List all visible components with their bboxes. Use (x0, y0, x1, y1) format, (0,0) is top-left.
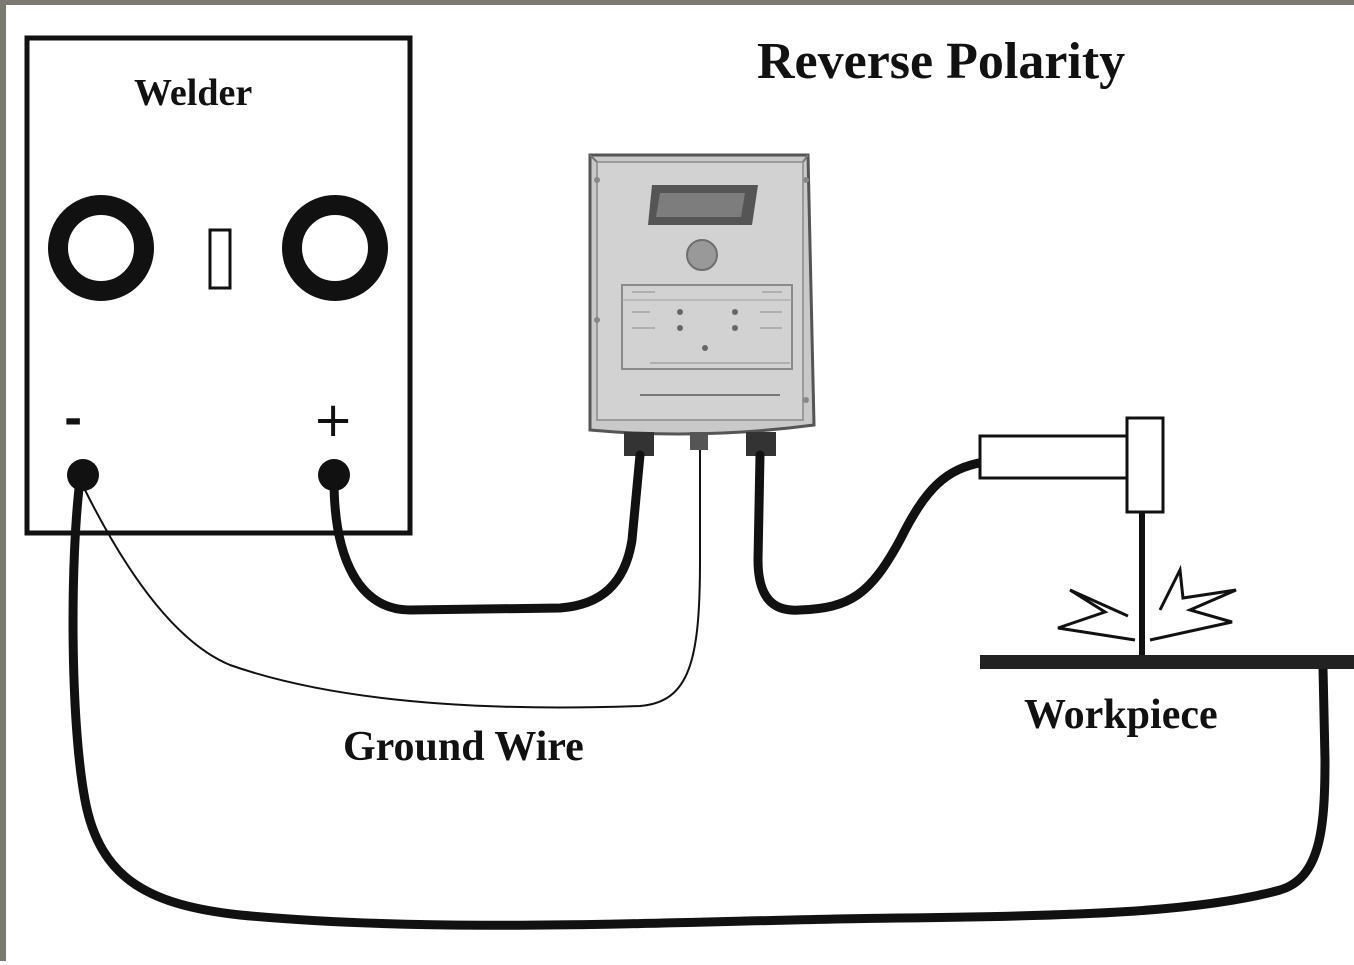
controller-device (588, 153, 816, 456)
positive-terminal (318, 459, 350, 491)
image-frame-top (0, 0, 1354, 5)
workpiece-label: Workpiece (1024, 692, 1218, 738)
ground-wire (84, 450, 701, 709)
device-knob (686, 239, 718, 271)
positive-terminal-label: + (313, 392, 354, 448)
welder-switch (208, 228, 232, 290)
workpiece-plate (980, 655, 1354, 669)
image-frame-left (0, 0, 6, 961)
welder-label: Welder (134, 72, 253, 114)
spark-right (1149, 564, 1237, 642)
cable-positive-to-device (329, 450, 645, 615)
device-indicator-panel (621, 284, 793, 370)
welder-right-dial (282, 195, 388, 301)
cable-negative-to-workpiece (68, 475, 1330, 930)
device-connector-middle (690, 432, 708, 450)
spark-left (1057, 588, 1136, 642)
device-logo (648, 185, 758, 225)
cable-device-to-torch (753, 450, 990, 615)
welding-torch (978, 416, 1165, 656)
diagram-title: Reverse Polarity (757, 33, 1126, 90)
welder-left-dial (48, 195, 154, 301)
ground-wire-label: Ground Wire (343, 724, 584, 770)
negative-terminal (67, 459, 99, 491)
negative-terminal-label: - (64, 394, 83, 445)
